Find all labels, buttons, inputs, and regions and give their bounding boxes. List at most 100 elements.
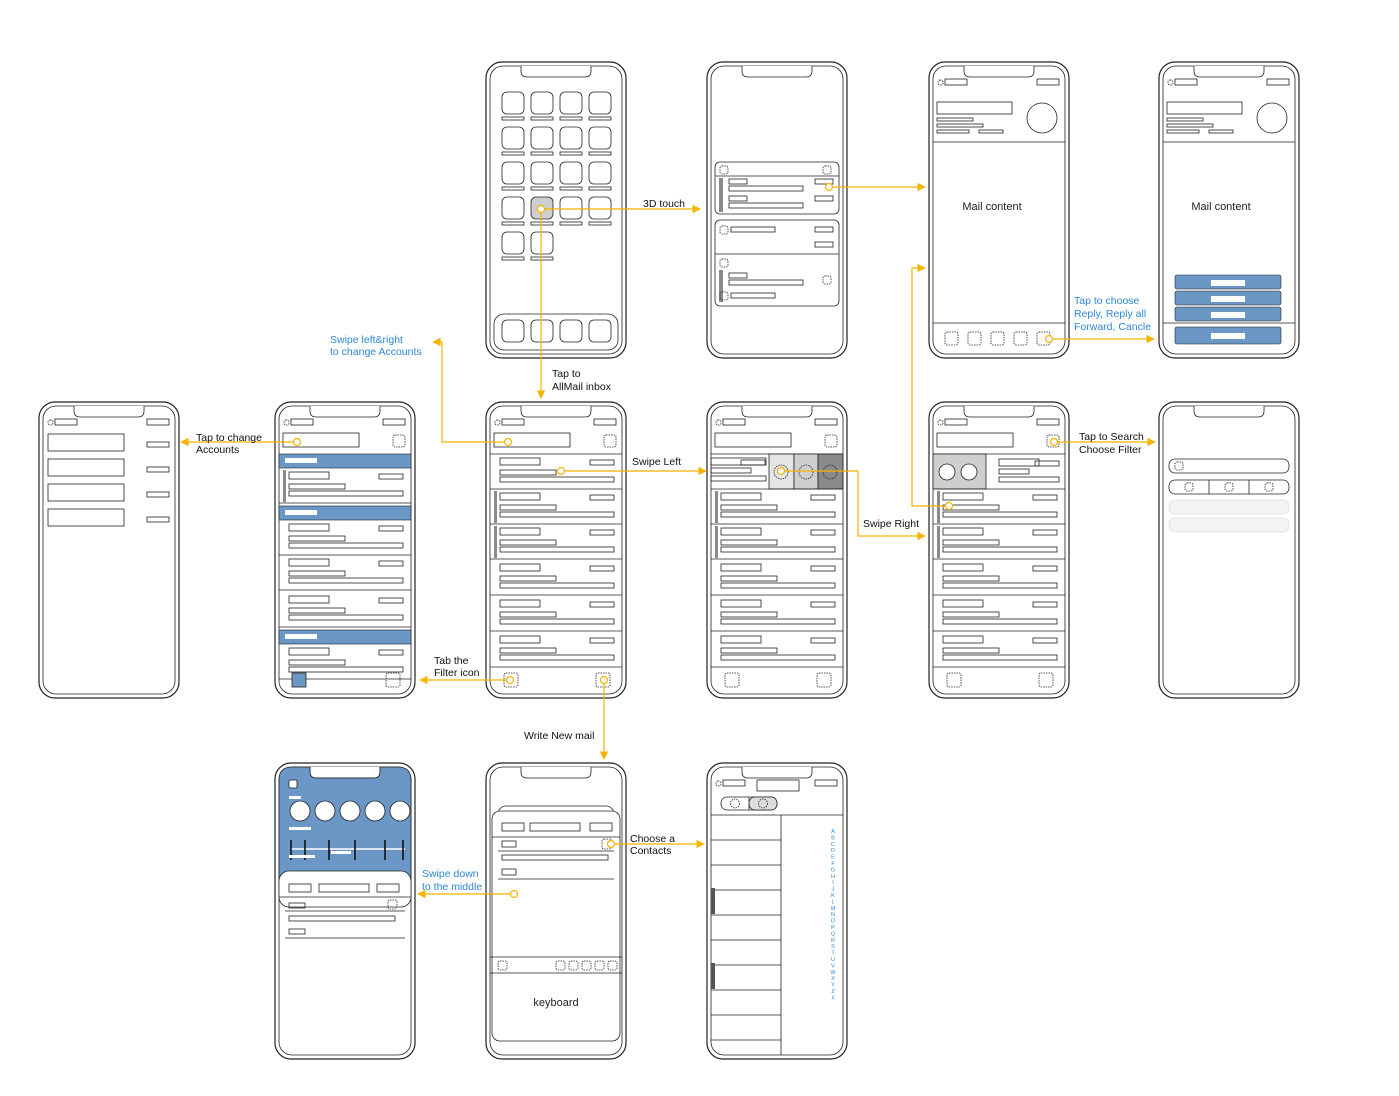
mail-row-subject xyxy=(499,647,557,654)
mail-content-text-1: Mail content xyxy=(962,201,1021,213)
alphabet-letter: M xyxy=(831,906,836,912)
label-swipe-accounts-line2: to change Accounts xyxy=(330,346,422,358)
preview-card-1 xyxy=(714,161,840,215)
status-carrier xyxy=(944,418,968,426)
dock-app-icon xyxy=(530,319,554,343)
contact-avatar xyxy=(389,800,411,822)
contact-avatar xyxy=(289,800,311,822)
toolbar-action-icon xyxy=(1013,331,1028,346)
toolbar-action-icon xyxy=(990,331,1005,346)
action-sheet-label xyxy=(1211,333,1245,339)
mail-row-preview xyxy=(720,618,836,625)
phone-accounts-list xyxy=(38,401,180,699)
arrow-open-mail xyxy=(911,263,949,507)
status-carrier xyxy=(290,418,314,426)
label-3d-touch: 3D touch xyxy=(643,198,685,210)
contact-avatar xyxy=(314,800,336,822)
mail-row-time xyxy=(810,565,836,572)
arrow-origin-dot xyxy=(503,437,513,447)
unread-bar xyxy=(494,491,497,523)
mail-row-time xyxy=(378,525,404,532)
app-label xyxy=(530,116,554,121)
app-label xyxy=(588,186,612,191)
mail-row-subject xyxy=(499,539,557,546)
line xyxy=(814,241,834,248)
line xyxy=(710,457,767,466)
arrow-origin-dot xyxy=(509,889,519,899)
phone-allmail-inbox xyxy=(485,401,627,699)
mail-row-subject xyxy=(720,539,778,546)
compose-icon xyxy=(816,672,832,688)
mail-row-time xyxy=(589,637,615,644)
mail-row-time xyxy=(378,560,404,567)
label-swipe-middle-line1: Swipe down xyxy=(422,868,479,880)
label-tap-reply-line1: Tap to choose xyxy=(1074,295,1140,307)
arrow-origin-dot xyxy=(606,839,616,849)
phone-outer-frame xyxy=(928,61,1070,359)
line xyxy=(936,129,970,134)
label-write-new-mail: Write New mail xyxy=(524,730,594,742)
alphabet-letter: R xyxy=(831,938,835,944)
phone-notch xyxy=(309,767,381,779)
mail-row-sender xyxy=(288,523,330,532)
alphabet-letter: Y xyxy=(831,983,835,989)
toolbar-action-icon xyxy=(967,331,982,346)
label-tap-to-allmail-line2: AllMail inbox xyxy=(552,381,612,393)
line xyxy=(331,851,351,854)
arrow-origin-dot xyxy=(944,501,954,511)
mail-row-preview xyxy=(499,654,615,661)
mail-row-time xyxy=(1032,565,1058,572)
line xyxy=(1166,129,1200,134)
label-swipe-middle-line2: to the middle xyxy=(422,881,482,893)
account-switcher xyxy=(493,432,571,448)
app-label xyxy=(501,186,525,191)
mail-row-preview xyxy=(942,511,1058,518)
account-section-header xyxy=(278,453,412,469)
filter-option-icon xyxy=(1224,482,1234,492)
mail-row-preview xyxy=(499,546,615,553)
app-label xyxy=(530,221,554,226)
line xyxy=(728,279,804,286)
phone-notch xyxy=(520,406,592,418)
line xyxy=(289,827,311,830)
compose-field xyxy=(529,822,581,832)
phone-outer-frame xyxy=(274,401,416,699)
alphabet-letter: H xyxy=(831,874,835,880)
filter-option-icon xyxy=(1264,482,1274,492)
mail-row-time xyxy=(378,597,404,604)
alphabet-letter: J xyxy=(832,887,835,893)
mail-row-preview xyxy=(288,490,404,497)
compose-field xyxy=(501,822,525,832)
segment-icon xyxy=(758,798,768,809)
mail-row-preview xyxy=(720,511,836,518)
action-sheet-label xyxy=(1211,296,1245,302)
mail-row-sender xyxy=(499,635,541,644)
arrow-origin-dot xyxy=(776,466,786,476)
contact-avatar xyxy=(339,800,361,822)
arrow-origin-dot xyxy=(556,466,566,476)
alphabet-letter: L xyxy=(831,899,834,905)
line xyxy=(998,468,1030,475)
mail-row-preview xyxy=(720,654,836,661)
alphabet-letter: P xyxy=(831,925,835,931)
app-icon xyxy=(559,91,583,115)
status-battery xyxy=(146,418,170,426)
mail-row-subject xyxy=(720,575,778,582)
status-dot-icon xyxy=(937,79,944,86)
app-label xyxy=(501,221,525,226)
avatar-icon xyxy=(719,165,729,175)
line xyxy=(730,226,776,233)
alphabet-letter: Z xyxy=(831,989,835,995)
arrow-origin-dot xyxy=(536,204,546,214)
filter-icon xyxy=(946,672,962,688)
mail-row-subject xyxy=(720,647,778,654)
status-battery xyxy=(1036,418,1060,426)
app-label xyxy=(559,221,583,226)
line xyxy=(1166,123,1214,128)
format-icon xyxy=(607,960,618,971)
mail-row-time xyxy=(810,637,836,644)
status-dot-icon xyxy=(937,419,944,426)
status-carrier xyxy=(54,418,78,426)
filter-option-icon xyxy=(1184,482,1194,492)
app-label xyxy=(559,151,583,156)
